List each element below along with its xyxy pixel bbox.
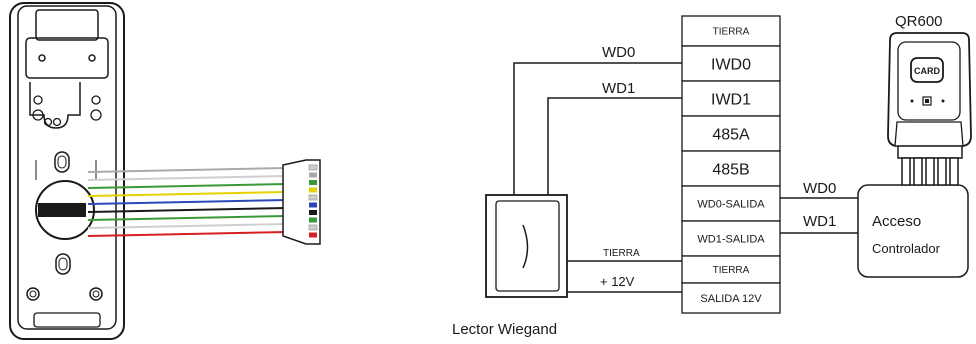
plug-pin — [308, 194, 318, 201]
plug-pin — [308, 224, 318, 231]
device-inner-body — [17, 5, 117, 330]
terminal-cell — [681, 282, 781, 314]
wire-wd0-in — [513, 62, 682, 195]
terminal-label: TIERRA — [713, 265, 750, 276]
reader-wires — [513, 62, 682, 293]
terminal-row: TIERRA — [681, 15, 781, 47]
label-wd0-out: WD0 — [803, 180, 836, 197]
terminal-label: IWD1 — [711, 91, 751, 108]
terminal-label: SALIDA 12V — [700, 293, 762, 305]
card-icon-text: CARD — [914, 66, 940, 76]
plug-pin — [309, 172, 317, 178]
plug-pins — [308, 164, 318, 238]
terminal-label: IWD0 — [711, 56, 751, 73]
cable-wire — [87, 207, 287, 213]
plug-pin — [309, 202, 317, 208]
cable-plug — [282, 159, 321, 245]
qr600-cable — [897, 145, 963, 186]
device-top-window — [35, 9, 99, 41]
terminal-label: WD0-SALIDA — [697, 198, 765, 210]
controller-label-line2: Controlador — [872, 241, 941, 256]
terminal-label: WD1-SALIDA — [697, 233, 765, 245]
qr600-base — [894, 121, 964, 147]
plug-pin — [309, 210, 317, 215]
cable-wire — [87, 199, 287, 205]
label-wd0-in: WD0 — [602, 44, 635, 61]
cable-wire — [87, 223, 287, 229]
label-wd1-in: WD1 — [602, 80, 635, 97]
terminal-cell — [681, 80, 781, 117]
cable-wire — [87, 191, 287, 197]
access-controller: Acceso Controlador — [857, 184, 969, 278]
controller-wires — [780, 197, 858, 234]
device-connector-dial — [35, 180, 95, 240]
label-gnd-reader: TIERRA — [603, 248, 640, 259]
cable-wire — [87, 215, 287, 221]
wire-wd1-in — [547, 97, 682, 195]
terminal-label: 485B — [712, 161, 749, 178]
cable-wire — [87, 183, 287, 189]
terminal-row: 485A — [681, 115, 781, 152]
qr600-led-left — [910, 99, 914, 103]
plug-pin — [308, 164, 318, 171]
terminal-cell — [681, 185, 781, 222]
device-top-bracket — [25, 37, 109, 79]
device-back-illustration — [9, 2, 125, 340]
terminal-label: 485A — [712, 126, 750, 143]
terminal-label: TIERRA — [713, 27, 750, 38]
label-12v-reader: + 12V — [600, 274, 635, 289]
terminal-row: WD1-SALIDA — [681, 220, 781, 257]
terminal-cell — [681, 15, 781, 47]
terminal-row: IWD1 — [681, 80, 781, 117]
reader-wave-icon — [522, 224, 529, 269]
qr600-title: QR600 — [895, 13, 943, 30]
wiegand-reader: Lector Wiegand — [452, 194, 568, 338]
reader-caption: Lector Wiegand — [452, 321, 557, 338]
cable-bundle — [87, 167, 287, 237]
controller-label-line1: Acceso — [872, 213, 921, 230]
device-mount-hook — [29, 82, 81, 129]
plug-pin — [309, 217, 317, 223]
terminal-row: SALIDA 12V — [681, 282, 781, 314]
label-wd1-out: WD1 — [803, 213, 836, 230]
terminal-cell — [681, 115, 781, 152]
device-connector-slot — [38, 203, 86, 217]
card-icon — [910, 57, 944, 83]
terminal-row: TIERRA — [681, 255, 781, 284]
qr600-device: QR600 CARD — [887, 13, 972, 186]
terminal-row: WD0-SALIDA — [681, 185, 781, 222]
terminal-cell — [681, 220, 781, 257]
terminal-cell — [681, 255, 781, 284]
plug-pin — [309, 187, 317, 193]
qr600-led-right — [941, 99, 945, 103]
terminal-cell — [681, 150, 781, 187]
plug-pin — [309, 180, 317, 185]
cable-wire — [87, 231, 287, 237]
controller-box — [857, 184, 969, 278]
plug-pin — [309, 232, 317, 238]
terminal-row: 485B — [681, 150, 781, 187]
terminal-cell — [681, 45, 781, 82]
cable-wire — [87, 167, 287, 173]
terminal-row: IWD0 — [681, 45, 781, 82]
cable-wire — [87, 175, 287, 181]
